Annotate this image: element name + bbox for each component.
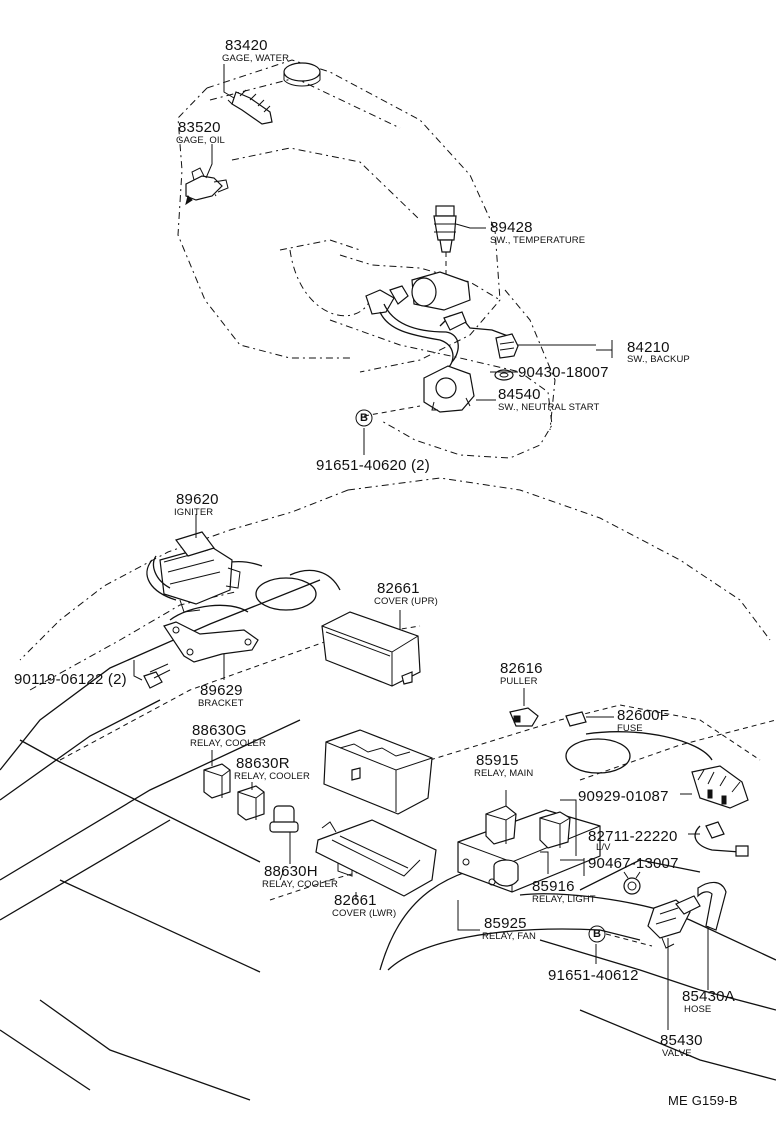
- water-gage-part: [227, 89, 273, 125]
- label-83420-desc: GAGE, WATER: [222, 53, 290, 64]
- label-89428-part: 89428: [490, 219, 533, 236]
- label-85925-desc: RELAY, FAN: [482, 931, 536, 942]
- fuse-box-part: [323, 729, 433, 877]
- label-91651b-part: 91651-40612: [548, 967, 639, 984]
- ref-bubble-b2: [588, 925, 606, 943]
- label-85915-part: 85915: [476, 752, 519, 769]
- engine-outline: [177, 59, 556, 459]
- label-82600F-desc: FUSE: [617, 723, 643, 734]
- bubble-b2-text: B: [593, 928, 601, 940]
- label-82616-desc: PULLER: [500, 676, 538, 687]
- label-85925-part: 85925: [484, 915, 527, 932]
- label-85430A-desc: HOSE: [684, 1004, 712, 1015]
- label-91651a-part: 91651-40620 (2): [316, 457, 430, 474]
- ref-bubble-b1: [355, 409, 373, 427]
- label-89629-desc: BRACKET: [198, 698, 244, 709]
- label-88630H-part: 88630H: [264, 863, 318, 880]
- oil-gage-part: [185, 167, 229, 206]
- label-84540-part: 84540: [498, 386, 541, 403]
- temperature-switch-part: [433, 205, 457, 278]
- clamp-part: [583, 858, 641, 895]
- label-89629-part: 89629: [200, 682, 243, 699]
- label-82661u-part: 82661: [377, 580, 420, 597]
- bolt-part: [133, 660, 171, 689]
- cover-lower-part: [315, 819, 437, 900]
- label-84210-part: 84210: [627, 339, 670, 356]
- label-85916-part: 85916: [532, 878, 575, 895]
- figure-code: ME G159-B: [668, 1093, 738, 1108]
- relay-88630G-part: [203, 750, 231, 799]
- puller-part: [509, 688, 539, 727]
- cover-upper-part: [321, 610, 421, 687]
- connector-part: [680, 765, 749, 809]
- label-90929-part: 90929-01087: [578, 788, 669, 805]
- label-83520-desc: GAGE, OIL: [176, 135, 225, 146]
- valve-hose-part: [605, 881, 727, 1030]
- label-89620-part: 89620: [176, 491, 219, 508]
- label-88630R-desc: RELAY, COOLER: [234, 771, 310, 782]
- label-88630R-part: 88630R: [236, 755, 290, 772]
- label-82616-part: 82616: [500, 660, 543, 677]
- label-82661l-desc: COVER (LWR): [332, 908, 397, 919]
- label-83520-part: 83520: [178, 119, 221, 136]
- label-84210-desc: SW., BACKUP: [627, 354, 690, 365]
- label-85915-desc: RELAY, MAIN: [474, 768, 534, 779]
- bracket-part: [163, 621, 259, 680]
- relay-block-part: [457, 790, 601, 893]
- label-82711-part: 82711-22220: [588, 828, 678, 845]
- leader-lines-upper: [205, 64, 613, 455]
- label-85916-desc: RELAY, LIGHT: [532, 894, 596, 905]
- relay-88630H-part: [269, 805, 299, 864]
- bubble-b1-text: B: [360, 412, 368, 424]
- igniter-part: [146, 531, 241, 613]
- label-88630G-desc: RELAY, COOLER: [190, 738, 266, 749]
- fuse-part: [565, 711, 614, 727]
- label-90119-part: 90119-06122 (2): [14, 671, 127, 688]
- label-88630G-part: 88630G: [192, 722, 247, 739]
- label-82600F-part: 82600F: [617, 707, 670, 724]
- label-83420-part: 83420: [225, 37, 268, 54]
- label-90430-part: 90430-18007: [518, 364, 609, 381]
- label-85430-desc: VALVE: [662, 1048, 692, 1059]
- relay-88630R-part: [237, 782, 265, 821]
- lv-mark: L/V: [596, 842, 611, 853]
- label-84540-desc: SW., NEUTRAL START: [498, 402, 600, 413]
- label-85430A-part: 85430A: [682, 988, 735, 1005]
- label-82661u-desc: COVER (UPR): [374, 596, 438, 607]
- label-82661l-part: 82661: [334, 892, 377, 909]
- wiring-part: [688, 821, 749, 857]
- transmission-parts: [363, 271, 519, 417]
- label-89620-desc: IGNITER: [174, 507, 214, 518]
- label-85430-part: 85430: [660, 1032, 703, 1049]
- label-90467-part: 90467-13007: [588, 855, 679, 872]
- label-88630H-desc: RELAY, COOLER: [262, 879, 338, 890]
- leader-lines-lower: [195, 514, 597, 964]
- label-89428-desc: SW., TEMPERATURE: [490, 235, 586, 246]
